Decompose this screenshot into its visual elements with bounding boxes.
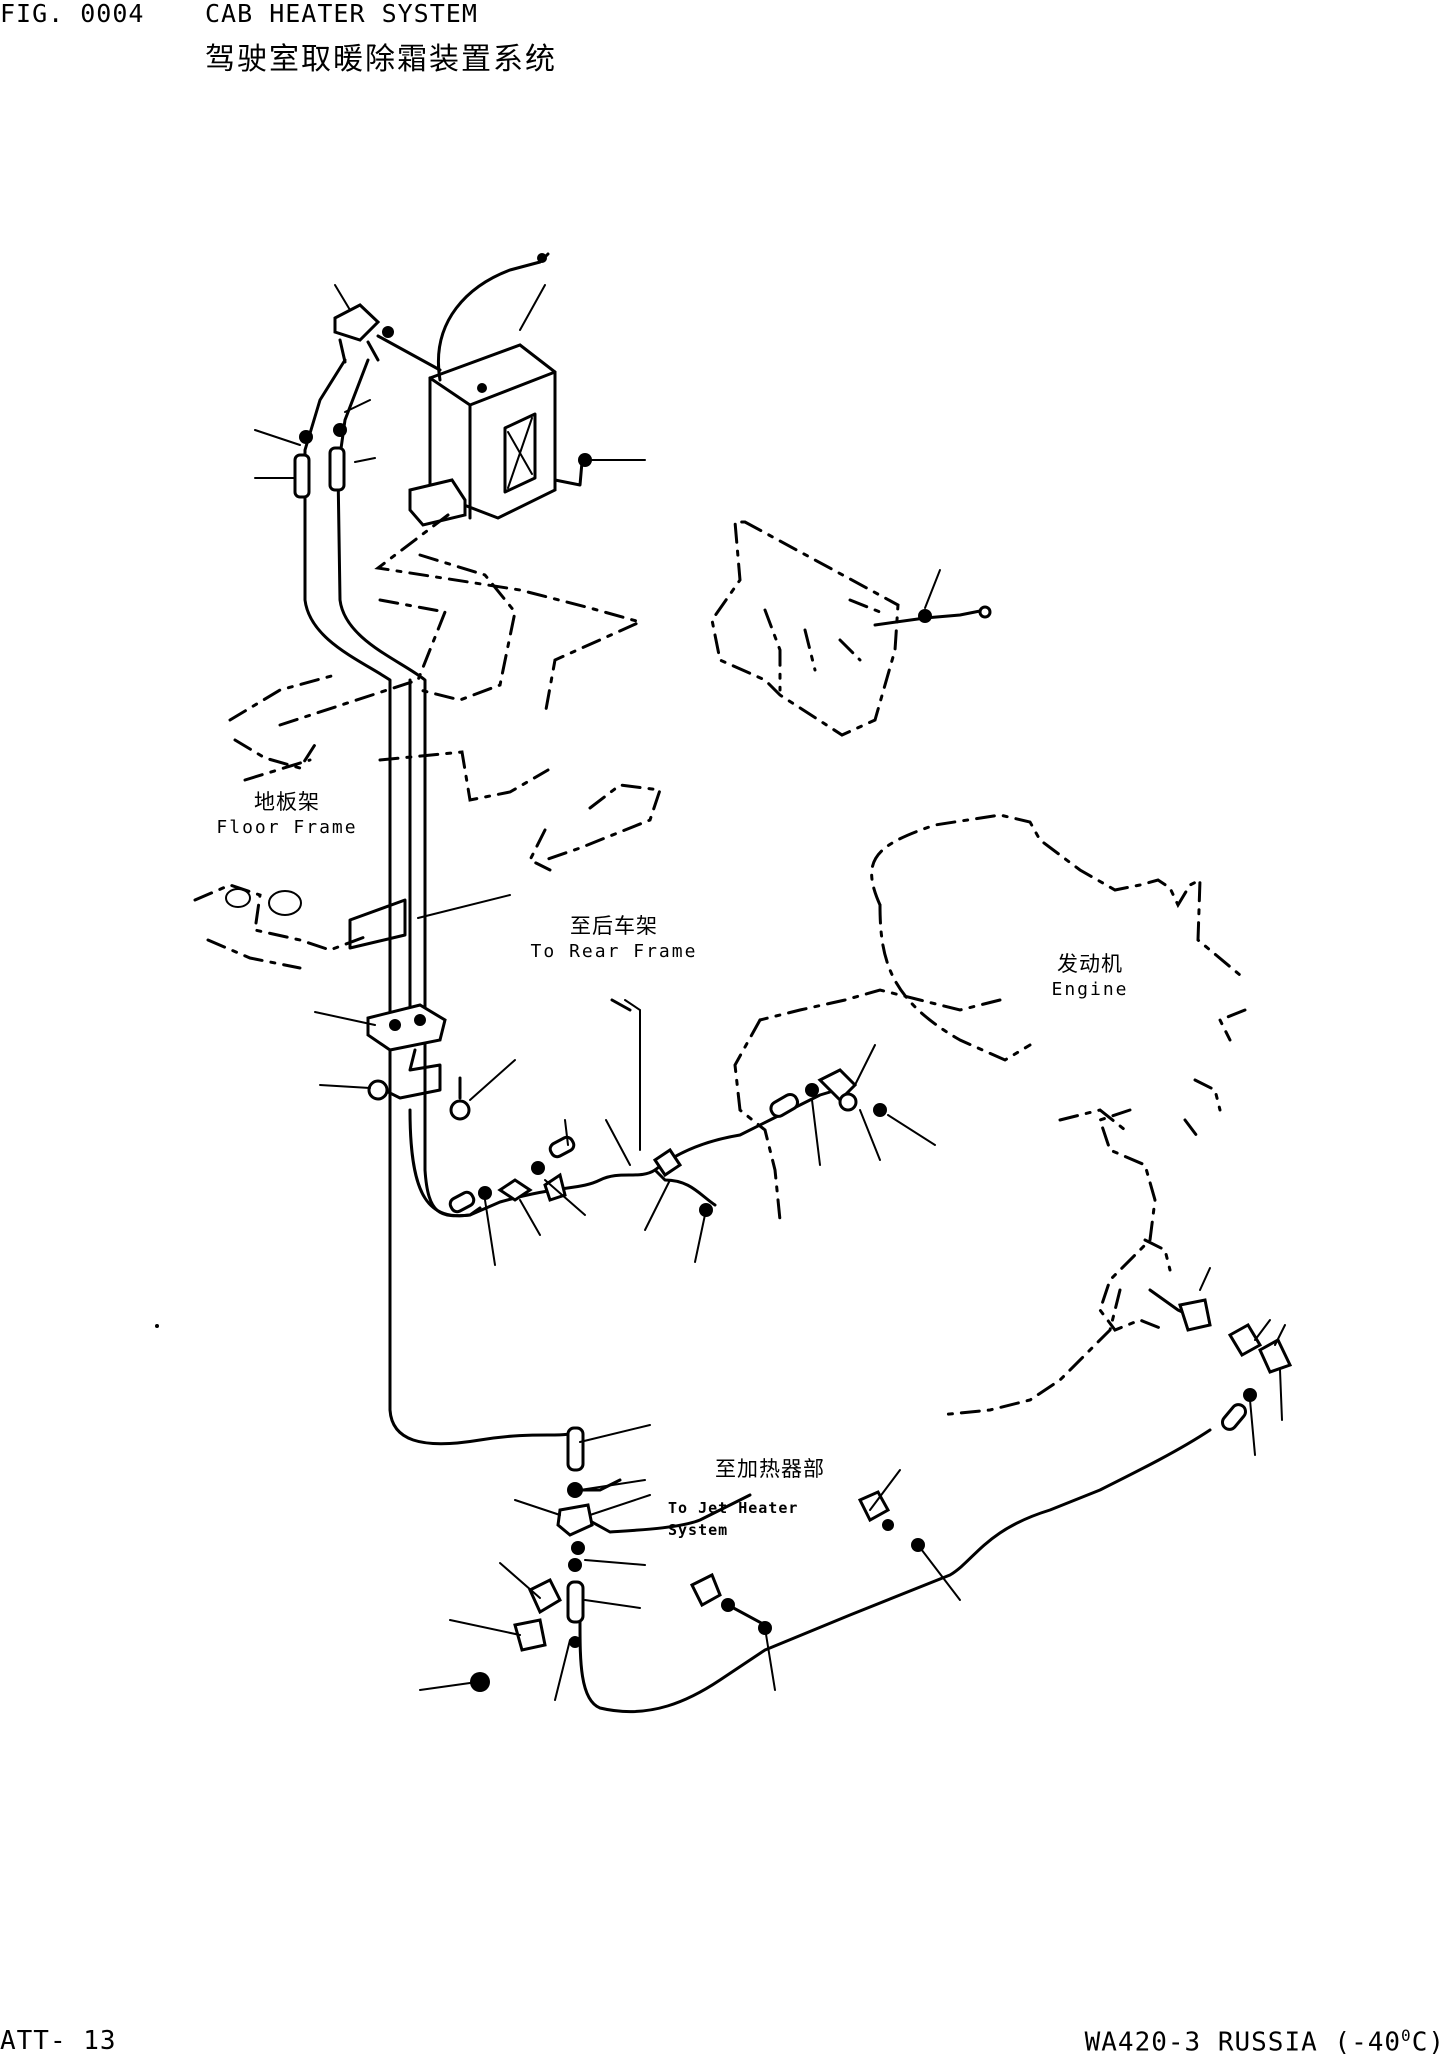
floor-frame-label-en: Floor Frame <box>216 817 358 838</box>
figure-title-cn: 驾驶室取暖除霜装置系统 <box>205 42 557 77</box>
page-id: ATT- 13 <box>0 2026 117 2056</box>
rear-frame-label: 至后车架 To Rear Frame <box>531 912 698 964</box>
jet-heater-label-cn: 至加热器部 <box>715 1457 825 1481</box>
jet-heater-label-en-line2: System <box>668 1521 729 1539</box>
hose-middle <box>408 1090 832 1218</box>
engine-label-en: Engine <box>1051 979 1129 1000</box>
top-valve <box>333 303 394 364</box>
defroster-outline <box>710 520 900 737</box>
jet-heater-label-en-line1: To Jet Heater <box>668 1499 799 1517</box>
mounting-bracket <box>366 1003 447 1101</box>
control-cable <box>437 260 542 382</box>
engine-label-cn: 发动机 <box>1057 952 1123 976</box>
jet-heater-label-en: To Jet Heater System <box>668 1497 798 1541</box>
model-designation: WA420-3 RUSSIA (-400C) <box>1085 2026 1445 2058</box>
jet-heater-label: 至加热器部 <box>715 1455 825 1483</box>
rear-frame-label-en: To Rear Frame <box>530 941 698 962</box>
model-designation-prefix: WA420-3 RUSSIA (-40 <box>1084 2027 1402 2058</box>
heater-unit <box>408 343 557 527</box>
lower-fittings <box>470 1426 594 1692</box>
model-designation-degree: 0 <box>1401 2026 1412 2045</box>
hose-left <box>303 358 577 1472</box>
rear-frame-label-cn: 至后车架 <box>569 914 658 938</box>
floor-frame-label: 地板架 Floor Frame <box>216 788 357 840</box>
floor-outline <box>228 513 645 727</box>
figure-title-en: CAB HEATER SYSTEM <box>205 0 478 28</box>
fig-number: FIG. 0004 <box>0 0 145 28</box>
rear-frame-pointer <box>610 998 632 1012</box>
engine-label: 发动机 Engine <box>1051 950 1128 1002</box>
model-designation-suffix: C) <box>1411 2027 1445 2058</box>
floor-frame-label-cn: 地板架 <box>254 790 320 814</box>
